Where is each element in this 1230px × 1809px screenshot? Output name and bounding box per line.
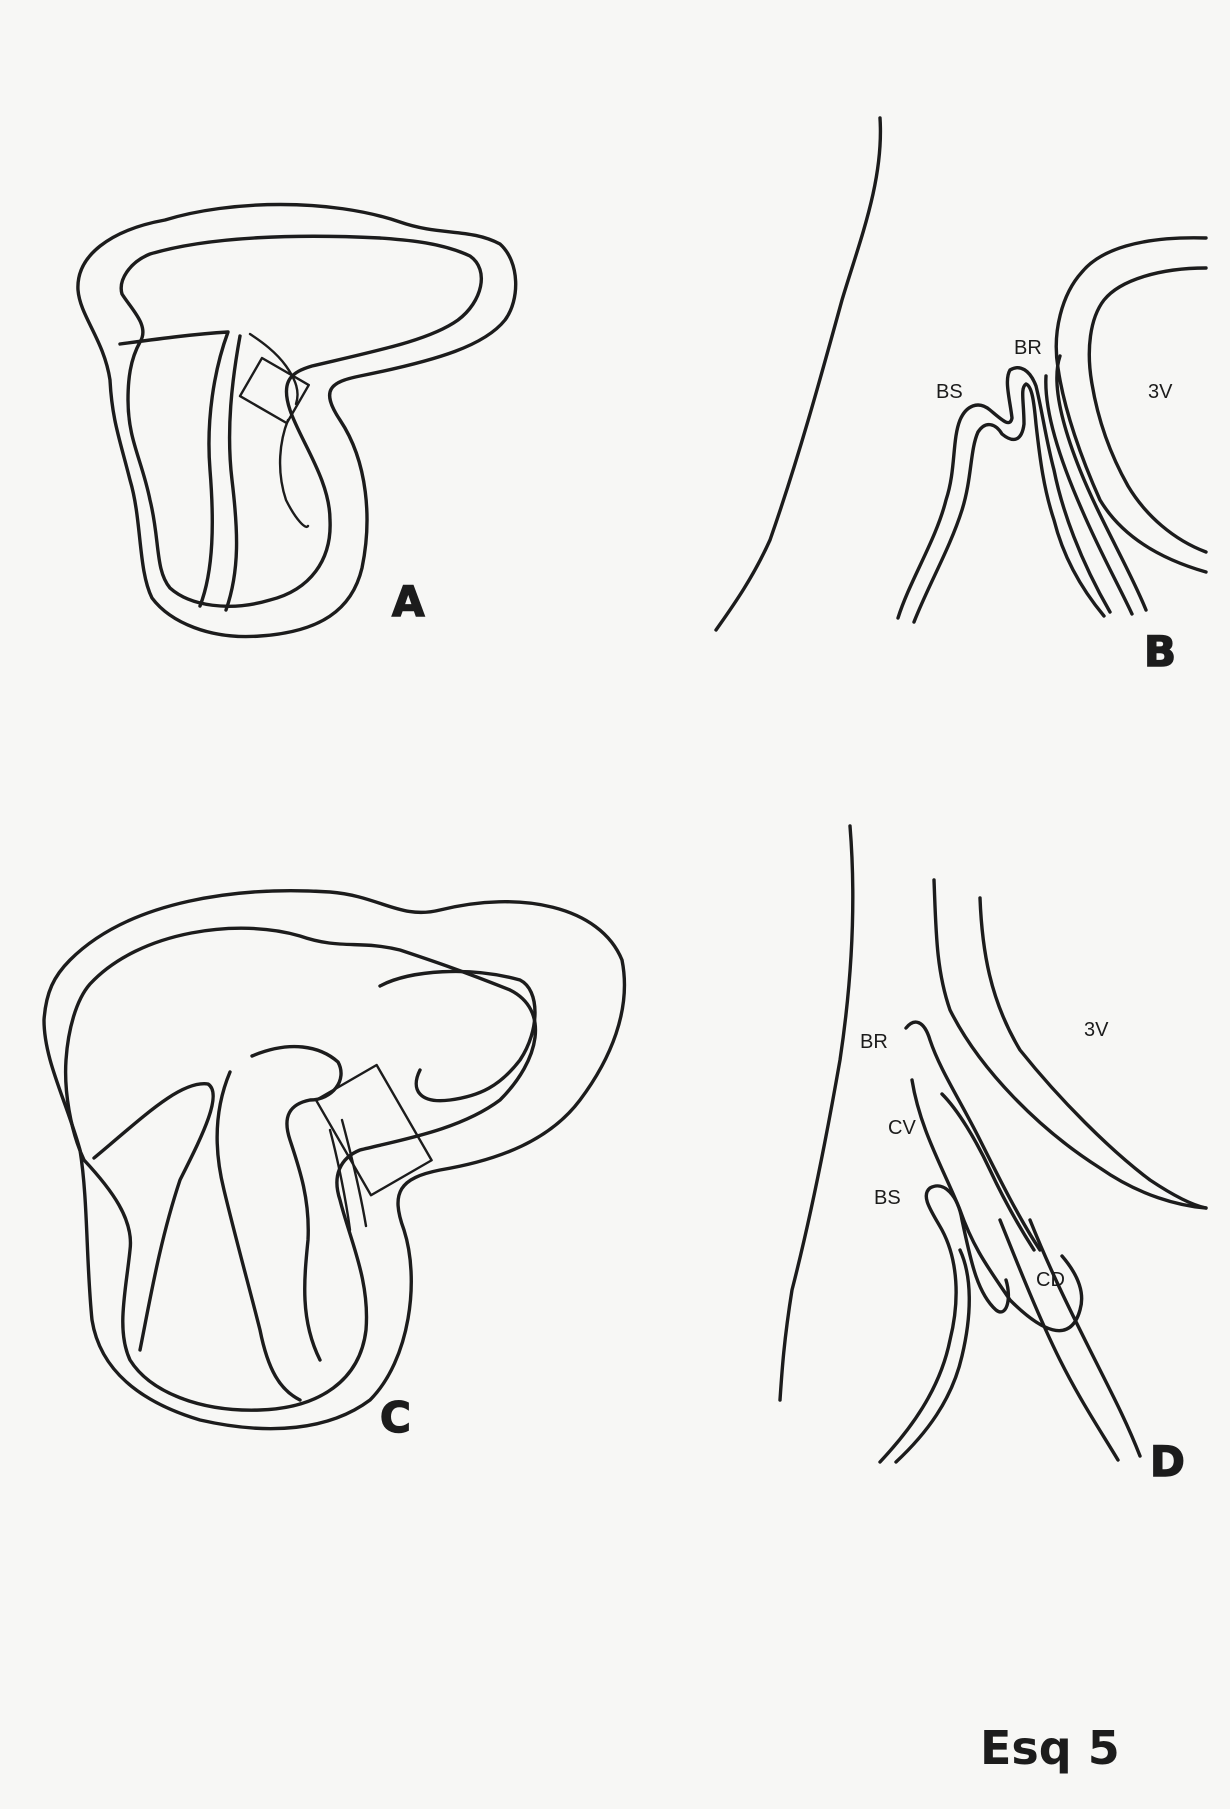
panel-b-label-3v: 3V <box>1148 381 1173 403</box>
panel-d-label-cv: CV <box>888 1117 916 1139</box>
panel-a-central-fold-inner <box>226 336 240 610</box>
panel-d-br-loop-inner <box>942 1094 1034 1250</box>
panel-d-label-3v: 3V <box>1084 1019 1109 1041</box>
panel-a-letter: A <box>392 577 425 626</box>
panel-d-bs-fold <box>880 1186 1008 1462</box>
figure-caption: Esq 5 <box>980 1721 1120 1775</box>
panel-d-midline <box>780 826 853 1400</box>
panel-a-ventricle-wall-2 <box>280 420 308 527</box>
panel-b-label-br: BR <box>1014 337 1042 359</box>
panel-d-cd-fold-inner <box>1030 1220 1140 1456</box>
panel-d: BR CV BS CD 3V D <box>780 826 1206 1486</box>
panel-c-outer-outline <box>44 891 624 1429</box>
panel-d-cv-fold <box>912 1080 1082 1331</box>
panel-b-label-bs: BS <box>936 381 963 403</box>
panel-c-inset-box <box>316 1065 432 1195</box>
panel-d-label-br: BR <box>860 1031 888 1053</box>
panel-b: BR BS 3V B <box>716 118 1206 676</box>
panel-a: A <box>78 205 516 637</box>
panel-a-outer-outline <box>78 205 516 637</box>
panel-c-letter: C <box>380 1393 411 1442</box>
panel-a-ventricle-wall <box>250 334 298 404</box>
panel-d-third-ventricle-wall-a <box>934 880 1206 1208</box>
panel-a-inner-outline <box>121 236 481 606</box>
panel-b-midline <box>716 118 880 630</box>
panel-b-third-ventricle-outer <box>1056 238 1206 572</box>
panel-c: C <box>44 891 624 1442</box>
panel-d-cd-fold <box>1000 1220 1118 1460</box>
panel-d-label-bs: BS <box>874 1187 901 1209</box>
panel-d-letter: D <box>1150 1437 1185 1486</box>
panel-a-central-fold <box>120 332 228 606</box>
panel-d-label-cd: CD <box>1036 1269 1065 1291</box>
panel-a-inset-box <box>240 358 309 423</box>
panel-b-bs-fold-inner <box>914 384 1104 622</box>
panel-b-letter: B <box>1144 627 1176 676</box>
panel-c-left-hemisphere-fold <box>94 1084 213 1350</box>
